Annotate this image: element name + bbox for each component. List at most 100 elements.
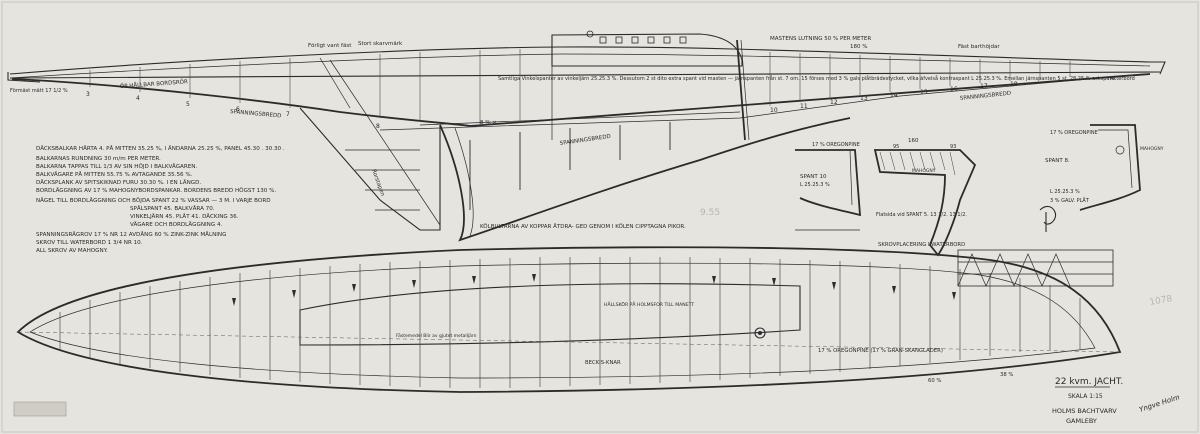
stern-mark-label: Akterbord [1110,76,1135,82]
station-6: 6 [236,106,240,113]
station-13: 13 [860,95,868,102]
frame-c-oregon: 17 % OREGONPINE [1050,130,1098,136]
plan-annotations: BECKIS-KNAR 17 % OREGONPINE (17 % GRAN-S… [396,242,1013,384]
deck-strip-label: SKROVPLACERING I WATERBORD [878,242,965,248]
section-frame-c: SPANT 8. L 25.25.3 % 3 % GALV. PLÅT 17 %… [1039,124,1164,232]
station-16: 16 [950,86,958,93]
frame-b-dim-160: 160 [908,138,919,144]
station-18: 18 [1010,81,1018,88]
frame-c-note: 3 % GALV. PLÅT [1050,197,1090,204]
frame-c-size: L 25.25.3 % [1050,189,1080,195]
title-text: 22 kvm. JACHT. [1055,377,1123,387]
station-15: 15 [920,89,928,96]
note-nails: NÄGEL TILL BORDLÄGGNING OCH BÖJDA SPANT … [36,197,271,204]
chainplate-label: Fäst barthöjdar [958,44,1000,50]
frame-b-dim-93: 93 [950,144,956,150]
frame-a-size: L 25.25.3 % [800,182,830,188]
frame-b-hatching [879,151,956,176]
note-waterboard: SKROV TILL WATERBORD 1 3/4 NR 10. [36,240,143,246]
sheer-line [9,46,1151,75]
plan-knees [232,274,956,306]
stern-knee-label: ÖP HÅLLBAR BORDSRÖR [120,78,189,90]
plank-strip-label: HÅLLSKÖR PÅ HOLMSFOR TILL MANETT [604,301,694,308]
plan-view [16,246,1122,393]
inner-note: Fästemedel Blir av gjutet metalljärn [396,333,477,339]
pencil-marks: 9.55 1078 [700,208,1173,308]
waterline-dist-label: 180 % [850,44,867,50]
mast-hole-fill [758,331,762,335]
deck-strip-detail [957,249,1114,287]
frame-c-outline [1079,124,1141,211]
scale-text: SKALA 1:15 [1068,393,1103,400]
frame-a-inner [805,149,853,206]
frame-c-inner [1098,129,1133,189]
dim-right-label: 38 % [1000,372,1013,378]
deck-beams-plan [59,257,1081,388]
station-5: 5 [186,101,190,108]
keel-bolt-size-label: 8 % × [480,120,497,126]
note-deck-beams: DÄCKSBALKAR HÅRTA 4. PÅ MITTEN 35.25 %, … [36,145,285,152]
yard-line-2: GAMLEBY [1066,417,1097,425]
mast [736,39,746,141]
centerline [17,331,1121,353]
station-8: 8 [376,123,380,130]
station-12: 12 [830,99,838,106]
profile-view [7,30,1166,242]
coachroof [551,33,743,67]
station-17: 17 [980,83,988,90]
note-beams-taper: BALKARNA TAPPAS TILL 1/3 AV SIN HÖJD I B… [36,163,197,170]
mahogny-section-label: 17 % OREGONPINE (17 % GRAN-SKANGLADER) [818,348,943,354]
mast-aft [740,39,750,141]
rudder-fittings [345,149,420,211]
cockpit-coaming [299,283,801,346]
profile-annotations: Förligt vant fäst Stort skarvmärk Fäst b… [10,36,1135,230]
note-sheer: SPANNINGSRÄGROV 17 % NR 12 AVDÅNG 60 % Z… [36,231,226,238]
keel-bolts-note: KÖLBULTARNA AV KOPPAR ÅTDRA- GED GENOM I… [480,223,686,230]
spanning-bredd-label: SPANNINGSBREDD [230,109,282,119]
portlights [586,30,687,44]
station-7: 7 [286,111,290,118]
frames-note: Samtliga Vinkelspanter av vinkeljärn 25.… [498,75,1115,82]
note-beam-camber: BALKARNAS RUNDNING 30 m/m PER METER. [36,156,161,162]
archive-stamp [13,401,67,417]
interior-line [379,77,1101,131]
keel-inner [454,127,474,237]
note-nail-row-1: SPÅLSPANT 45. BALKVÅRA 70. [130,205,215,212]
note-nail-row-2: VINKELJÄRN 45. PLÅT 41. DÄCKING 36. [130,213,239,220]
bow-stem [1150,61,1166,75]
note-all-hull: ALL SKROV AV MAHOGNY. [36,248,108,254]
tiller [319,57,351,109]
spanning-bredd-label-3: SPANNINGSBREDD [960,91,1012,102]
section-frame-b: 160 95 93 Flatsida vid SPANT 5. 13 1/2. … [873,138,977,257]
deck-edge-plan [29,262,1096,379]
station-numbers: 3 4 5 6 7 8 10 11 12 13 14 15 16 17 18 [86,81,1018,130]
note-nail-row-3: VÄGARE OCH BORDLÄGGNING 4. [130,221,223,228]
dim-keel-label: 60 % [928,378,941,384]
frame-b-outline [873,149,977,257]
section-frame-a: SPANT 10 L 25.25.3 % 17 % OREGONPINE [795,142,861,231]
station-3: 3 [86,91,90,98]
mainsheet-label: Stort skarvmärk [358,41,403,47]
note-deck: DÄCKSPLANK AV SPITSKIKNAD FURU 30.30 %. … [36,179,201,186]
beckis-label: BECKIS-KNAR [585,360,621,366]
interior-line-2 [419,111,741,126]
station-14: 14 [890,92,898,99]
pencil-mark-1: 9.55 [700,208,720,218]
frame-c-mahogny: MAHOGNY [1140,146,1164,152]
rudder [299,107,441,231]
mast-hole [754,327,766,339]
frame-a-outline [795,149,861,217]
construction-notes: DÄCKSBALKAR HÅRTA 4. PÅ MITTEN 35.25 %, … [36,145,285,254]
frame-b-label: Flatsida vid SPANT 5. 13 1/2. 13 1/2. [876,212,967,218]
forestay-label: Förligt vant fäst [308,43,352,49]
profile-frames [89,49,1071,124]
mast-step-label: MASTENS LUTNING 50 % PER METER [770,36,871,42]
keel-bolts [469,122,671,210]
note-planking: BORDLÄGGNING AV 17 % MAHOGNYBORDSPANKAR.… [36,187,276,194]
stern-overhang [7,72,41,83]
rudder-stock [329,59,441,226]
stem-gauge-label: Förmäst mätt 17 1/2 % [10,88,68,94]
frame-c-bolt [1115,145,1125,155]
waterline [9,71,1161,79]
